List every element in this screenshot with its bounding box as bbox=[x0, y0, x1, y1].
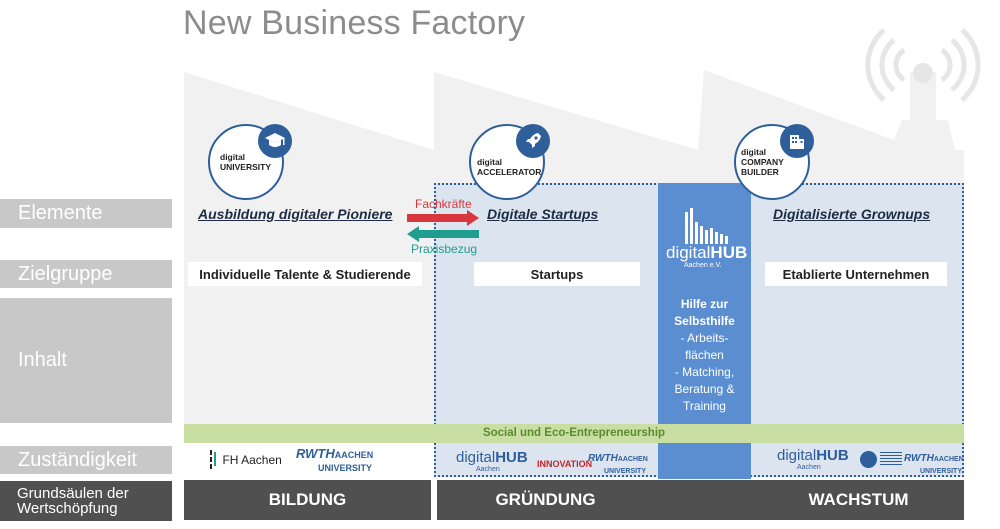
hub-item-1: - Arbeits- bbox=[680, 331, 729, 345]
rwth-logo-2: RWTHAACHEN UNIVERSITY bbox=[588, 452, 648, 476]
fh-aachen-logo: FH Aachen bbox=[210, 450, 282, 470]
chair-seal-icon bbox=[860, 451, 877, 468]
pillar-hub-segment bbox=[654, 480, 753, 520]
pillar-wachstum: WACHSTUM bbox=[753, 480, 964, 520]
digitalhub-logo-2: digitalHUB bbox=[777, 447, 849, 464]
row-label-grundsaeulen-line1: Grundsäulen der bbox=[17, 485, 129, 502]
rwth-logo-1-a: RWTH bbox=[296, 446, 335, 461]
pillar-gruendung: GRÜNDUNG bbox=[437, 480, 654, 520]
element-builder-title: Digitalisierte Grownups bbox=[773, 206, 931, 222]
digital-university-line1: digital bbox=[220, 152, 246, 162]
rwth-logo-2-b: AACHEN bbox=[617, 456, 648, 463]
digitalhub-logo-2-b: HUB bbox=[816, 447, 849, 464]
row-label-elemente: Elemente bbox=[0, 199, 172, 228]
rwth-logo-3-a: RWTH bbox=[904, 453, 934, 464]
digital-company-builder-line3: BUILDER bbox=[741, 167, 779, 177]
hub-logo-sub: Aachen e.V. bbox=[684, 262, 722, 269]
arrow-label-praxisbezug: Praxisbezug bbox=[411, 242, 478, 256]
element-accelerator-title: Digitale Startups bbox=[487, 206, 599, 222]
social-eco-bar: Social und Eco-Entrepreneurship bbox=[184, 424, 964, 443]
hub-content: Hilfe zur Selbsthilfe - Arbeits- flächen… bbox=[658, 296, 751, 415]
rwth-logo-3-c: UNIVERSITY bbox=[920, 468, 963, 475]
digital-company-builder-label: digital COMPANY BUILDER bbox=[741, 147, 784, 177]
row-label-grundsaeulen: Grundsäulen der Wertschöpfung bbox=[0, 481, 172, 521]
rwth-logo-1-c: UNIVERSITY bbox=[318, 463, 373, 473]
target-accelerator: Startups bbox=[474, 262, 640, 286]
rocket-icon bbox=[516, 124, 550, 158]
rwth-logo-3-b: AACHEN bbox=[933, 456, 964, 463]
element-university-title: Ausbildung digitaler Pioniere bbox=[198, 206, 393, 222]
digital-company-builder-line2: COMPANY bbox=[741, 157, 784, 167]
row-label-zielgruppe: Zielgruppe bbox=[0, 260, 172, 288]
rwth-logo-1-b: AACHEN bbox=[334, 450, 374, 460]
digitalhub-logo-2-sub: Aachen bbox=[797, 464, 821, 471]
rwth-logo-1: RWTHAACHEN UNIVERSITY bbox=[296, 446, 374, 474]
hub-logo-b: HUB bbox=[710, 243, 748, 262]
row-label-grundsaeulen-line2: Wertschöpfung bbox=[17, 500, 118, 517]
digital-accelerator-line1: digital bbox=[477, 157, 503, 167]
hub-item-5: Training bbox=[683, 399, 726, 413]
hub-logo-a: digital bbox=[666, 243, 711, 262]
rwth-logo-2-a: RWTH bbox=[588, 453, 618, 464]
pillar-bildung: BILDUNG bbox=[184, 480, 431, 520]
target-university: Individuelle Talente & Studierende bbox=[188, 262, 422, 286]
row-label-zustaendigkeit: Zuständigkeit bbox=[0, 446, 172, 474]
innovation-logo: INNOVATION bbox=[537, 459, 593, 469]
fh-aachen-icon bbox=[210, 450, 216, 469]
digitalhub-logo-1-b: HUB bbox=[495, 449, 528, 466]
hub-heading-2: Selbsthilfe bbox=[674, 314, 735, 328]
digitalhub-logo-1-sub: Aachen bbox=[476, 466, 500, 473]
hub-logo: digitalHUB bbox=[666, 243, 747, 263]
exchange-arrows-icon bbox=[407, 210, 479, 242]
row-label-inhalt: Inhalt bbox=[0, 298, 172, 423]
digital-university-label: digital UNIVERSITY bbox=[220, 152, 271, 172]
fh-aachen-text: FH Aachen bbox=[222, 453, 282, 467]
hub-item-2: flächen bbox=[685, 348, 724, 362]
hub-heading-1: Hilfe zur bbox=[680, 297, 729, 311]
chair-text-icon bbox=[880, 452, 902, 466]
rwth-logo-2-c: UNIVERSITY bbox=[604, 468, 647, 475]
hub-item-4: Beratung & bbox=[674, 382, 735, 396]
digital-company-builder-line1: digital bbox=[741, 147, 767, 157]
hub-skyline-icon bbox=[685, 208, 728, 244]
digitalhub-logo-1-a: digital bbox=[456, 449, 496, 466]
target-builder: Etablierte Unternehmen bbox=[765, 262, 947, 286]
graduation-cap-icon bbox=[258, 124, 292, 158]
arrow-label-fachkraefte: Fachkräfte bbox=[415, 197, 472, 211]
digital-accelerator-line2: ACCELERATOR bbox=[477, 167, 542, 177]
antenna-icon bbox=[865, 28, 981, 102]
digitalhub-logo-1: digitalHUB bbox=[456, 449, 528, 466]
page-title: New Business Factory bbox=[183, 4, 526, 42]
digital-accelerator-label: digital ACCELERATOR bbox=[477, 157, 541, 177]
building-icon bbox=[780, 124, 814, 158]
digitalhub-logo-2-a: digital bbox=[777, 447, 817, 464]
digital-university-line2: UNIVERSITY bbox=[220, 162, 272, 172]
rwth-logo-3: RWTHAACHEN UNIVERSITY bbox=[904, 452, 964, 476]
hub-item-3: - Matching, bbox=[674, 365, 735, 379]
